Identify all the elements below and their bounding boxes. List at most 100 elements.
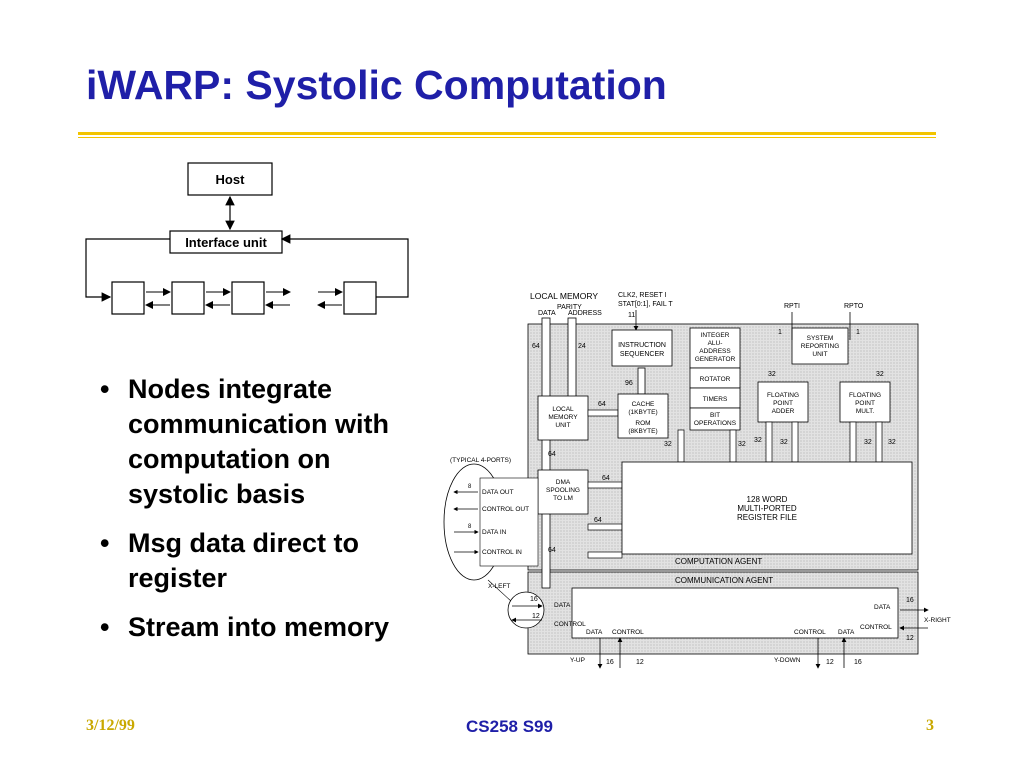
system-reporting-unit-box bbox=[791, 327, 849, 365]
bus-width-32: 32 bbox=[888, 439, 896, 446]
x-right-width-16: 16 bbox=[906, 597, 914, 604]
rotator-label: ROTATOR bbox=[700, 376, 731, 383]
memory-data-bus bbox=[541, 317, 551, 589]
clk-label: CLK2, RESET I bbox=[618, 292, 667, 299]
fp-mult-bus bbox=[875, 421, 883, 463]
computation-agent-label: COMPUTATION AGENT bbox=[675, 557, 762, 566]
cache-rom-label: CACHE bbox=[632, 401, 655, 408]
dma-label: DMA bbox=[556, 479, 571, 486]
register-file-label: MULTI-PORTED bbox=[737, 504, 796, 513]
rpto-label: RPTO bbox=[844, 303, 864, 310]
comm-data-label: DATA bbox=[874, 604, 891, 611]
node-box bbox=[343, 281, 377, 315]
dma-spooling-box bbox=[537, 469, 589, 515]
rpt-width-1: 1 bbox=[778, 329, 782, 336]
bus-width-32: 32 bbox=[780, 439, 788, 446]
dma-label: TO LM bbox=[553, 495, 573, 502]
local-memory-unit-box bbox=[537, 395, 589, 441]
fp-mult-box bbox=[839, 381, 891, 423]
dma-regfile-bus bbox=[587, 551, 623, 559]
footer-page-number: 3 bbox=[926, 717, 934, 734]
iwarp-block-diagram: LOCAL MEMORY PARITY DATA ADDRESS CLK2, R… bbox=[443, 291, 951, 669]
x-right-width-12: 12 bbox=[906, 635, 914, 642]
fp-adder-box bbox=[757, 381, 809, 423]
register-file-label: 128 WORD bbox=[747, 495, 788, 504]
alu-bus bbox=[729, 429, 737, 463]
footer-course: CS258 S99 bbox=[466, 717, 553, 736]
local-memory-unit-label: UNIT bbox=[555, 422, 570, 429]
y-down-width-12: 12 bbox=[826, 659, 834, 666]
y-up-width-12: 12 bbox=[636, 659, 644, 666]
y-down-width-16: 16 bbox=[854, 659, 862, 666]
bus-width-64: 64 bbox=[602, 475, 610, 482]
bus-width-64: 64 bbox=[548, 547, 556, 554]
y-down-label: Y-DOWN bbox=[774, 657, 801, 664]
bullet-item: •Msg data direct to register bbox=[100, 528, 360, 593]
bullet-item: •Nodes integrate communication with comp… bbox=[100, 374, 390, 509]
alu-bus bbox=[677, 429, 685, 463]
cache-rom-label: ROM bbox=[635, 420, 650, 427]
communication-agent-label: COMMUNICATION AGENT bbox=[675, 576, 773, 585]
bit-operations-label: BIT bbox=[710, 412, 720, 419]
bus-width-32: 32 bbox=[754, 437, 762, 444]
communication-agent-box bbox=[571, 587, 899, 639]
comm-data-label: DATA bbox=[838, 629, 855, 636]
bullet-list: •Nodes integrate communication with comp… bbox=[98, 372, 424, 662]
bus-width-32: 32 bbox=[664, 441, 672, 448]
local-memory-label: LOCAL MEMORY bbox=[530, 291, 598, 301]
ring-right-path bbox=[280, 234, 409, 298]
bus-width-64: 64 bbox=[594, 517, 602, 524]
data-out-label: DATA OUT bbox=[482, 489, 514, 496]
dma-regfile-bus bbox=[587, 481, 623, 489]
x-left-leader bbox=[487, 579, 513, 603]
comm-control-label: CONTROL bbox=[554, 621, 586, 628]
fp-adder-label: FLOATING bbox=[767, 392, 799, 399]
port-width-8: 8 bbox=[468, 484, 472, 490]
y-up-width-16: 16 bbox=[606, 659, 614, 666]
bus-width-32: 32 bbox=[738, 441, 746, 448]
bullet-text: Stream into memory bbox=[128, 612, 390, 642]
control-out-label: CONTROL OUT bbox=[482, 506, 529, 513]
timers-label: TIMERS bbox=[703, 396, 728, 403]
footer-date: 3/12/99 bbox=[86, 717, 135, 734]
bullet-text: Msg data direct to register bbox=[128, 528, 360, 593]
ring-left-path bbox=[85, 238, 170, 302]
interface-unit-label: Interface unit bbox=[185, 235, 267, 250]
comm-data-label: DATA bbox=[586, 629, 603, 636]
host-box bbox=[187, 162, 273, 196]
cache-rom-box bbox=[617, 393, 669, 439]
fp-mult-label: FLOATING bbox=[849, 392, 881, 399]
fp-adder-label: ADDER bbox=[772, 408, 795, 415]
fp-adder-label: POINT bbox=[773, 400, 793, 407]
bullet-list-clip: •Nodes integrate communication with comp… bbox=[98, 372, 424, 662]
system-reporting-label: REPORTING bbox=[801, 343, 840, 350]
y-up-label: Y-UP bbox=[570, 657, 585, 664]
address-label: ADDRESS bbox=[568, 310, 602, 317]
title-rule-thin bbox=[78, 137, 936, 138]
bullet-text: Nodes integrate communication with compu… bbox=[128, 374, 390, 509]
parity-label: PARITY bbox=[557, 304, 582, 311]
bit-operations-label: OPERATIONS bbox=[694, 420, 737, 427]
rpt-width-1: 1 bbox=[856, 329, 860, 336]
integer-alu-box bbox=[689, 327, 741, 369]
lmu-cache-bus bbox=[587, 409, 619, 417]
local-memory-unit-label: LOCAL bbox=[552, 406, 574, 413]
bit-operations-box bbox=[689, 407, 741, 431]
dma-label: SPOOLING bbox=[546, 487, 580, 494]
bus-width-32: 32 bbox=[876, 371, 884, 378]
x-left-width-16: 16 bbox=[530, 596, 538, 603]
system-reporting-label: UNIT bbox=[812, 351, 827, 358]
port-detail-box bbox=[479, 477, 539, 567]
fp-mult-label: POINT bbox=[855, 400, 875, 407]
bus-width-64: 64 bbox=[598, 401, 606, 408]
x-left-label: X-LEFT bbox=[488, 583, 510, 590]
instruction-sequencer-box bbox=[611, 329, 673, 367]
comm-control-label: CONTROL bbox=[860, 624, 892, 631]
stat-label: STAT[0:1], FAIL T bbox=[618, 301, 673, 308]
control-in-label: CONTROL IN bbox=[482, 549, 522, 556]
bus-width-24: 24 bbox=[578, 343, 586, 350]
title-rule bbox=[78, 132, 936, 135]
fp-mult-bus bbox=[849, 421, 857, 463]
node-box bbox=[231, 281, 265, 315]
integer-alu-label: ADDRESS bbox=[699, 348, 731, 355]
